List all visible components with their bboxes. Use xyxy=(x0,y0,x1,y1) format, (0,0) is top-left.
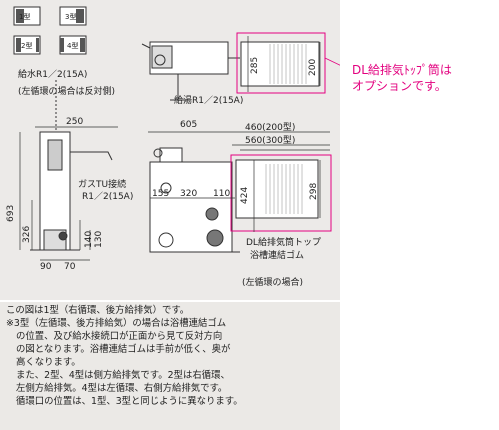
note-line-6: また、2型、4型は側方給排気です。2型は右循環、 xyxy=(16,370,230,381)
gas-label-1: ガスTU接続 xyxy=(78,180,127,190)
top-view-unit xyxy=(141,41,240,101)
note-line-3: の位置、及び給水接続口が正面から見て反対方向 xyxy=(16,331,223,342)
reverse-side-label: (左循環の場合は反対側) xyxy=(18,87,116,97)
dim-298: 298 xyxy=(309,182,319,200)
dim-320: 320 xyxy=(180,189,198,199)
note-line-4: の図となります。浴槽連結ゴムは手前が低く、奥が xyxy=(16,344,231,355)
note-line-7: 左側方給排気。4型は左循環、右側方給排気です。 xyxy=(16,383,228,394)
dim-200: 200 xyxy=(308,58,318,76)
type-label-4: 4型 xyxy=(67,42,79,50)
technical-drawing xyxy=(13,6,340,261)
dim-605: 605 xyxy=(180,120,198,130)
dim-693: 693 xyxy=(6,204,16,222)
top-duct xyxy=(236,32,326,94)
dim-155: 155 xyxy=(152,189,170,199)
note-line-8: 循環口の位置は、1型、3型と同じように異なります。 xyxy=(16,396,243,407)
dim-460: 460(200型) xyxy=(245,123,296,133)
note-line-1: この図は1型（右循環、後方給排気）です。 xyxy=(6,305,190,316)
diagram-panel: 1型 3型 2型 4型 給水R1／2(15A) (左循環の場合は反対側) 給湯R… xyxy=(0,0,340,300)
option-callout: DL給排気ﾄｯﾌﾟ筒は オプションです。 xyxy=(352,62,452,94)
duct-label-1: DL給排気筒トップ xyxy=(246,238,321,248)
type-label-1: 1型 xyxy=(19,13,31,21)
dim-110: 110 xyxy=(213,189,231,199)
dim-130: 130 xyxy=(94,230,104,248)
dim-326: 326 xyxy=(22,225,32,243)
front-view-unit xyxy=(149,147,240,253)
dim-285: 285 xyxy=(250,56,260,74)
note-line-5: 高くなります。 xyxy=(16,357,81,368)
type-label-3: 3型 xyxy=(65,13,77,21)
type-icon-3 xyxy=(59,6,87,26)
notes-panel: この図は1型（右循環、後方給排気）です。 ※3型（左循環、後方排給気）の場合は浴… xyxy=(0,302,340,430)
left-case-label: (左循環の場合) xyxy=(242,278,304,288)
dim-250: 250 xyxy=(66,117,84,127)
dim-424: 424 xyxy=(240,186,250,204)
left-dimension-lines xyxy=(19,126,118,261)
dim-560: 560(300型) xyxy=(245,136,296,146)
dim-90: 90 xyxy=(40,262,52,272)
type-icon-4 xyxy=(59,35,87,55)
callout-line-1: DL給排気ﾄｯﾌﾟ筒は xyxy=(352,63,452,77)
callout-leader xyxy=(324,57,340,66)
supply-label: 給水R1／2(15A) xyxy=(18,70,88,80)
duct-label-2: 浴槽連結ゴム xyxy=(250,251,305,261)
type-icon-1 xyxy=(13,6,41,26)
dim-70: 70 xyxy=(64,262,76,272)
gas-label-2: R1／2(15A) xyxy=(82,192,134,202)
callout-line-2: オプションです。 xyxy=(352,79,447,93)
note-line-2: ※3型（左循環、後方排給気）の場合は浴槽連結ゴム xyxy=(6,318,227,329)
left-view-unit xyxy=(30,80,113,251)
hot-water-label: 給湯R1／2(15A) xyxy=(174,96,244,106)
right-dimension-lines xyxy=(148,36,330,232)
type-icon-2 xyxy=(13,35,41,55)
type-label-2: 2型 xyxy=(21,42,33,50)
front-duct xyxy=(230,154,332,232)
dim-140: 140 xyxy=(84,230,94,248)
